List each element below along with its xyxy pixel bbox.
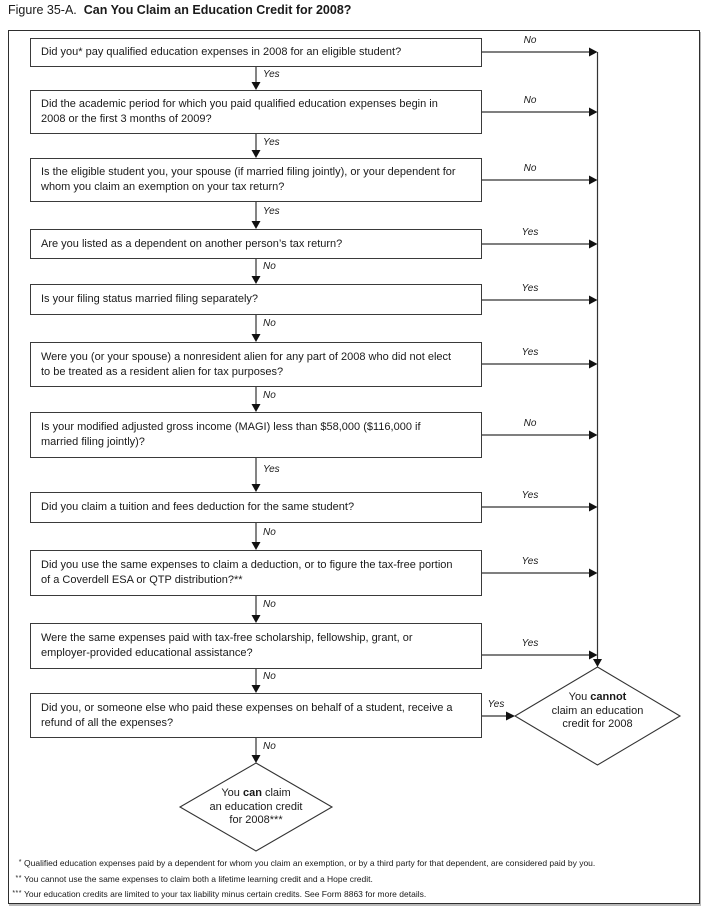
question-box-1: Did you* pay qualified education expense… [30, 38, 482, 67]
down-label-6: No [263, 390, 276, 401]
right-label-2: No [523, 95, 537, 106]
right-label-10: Yes [521, 638, 539, 649]
right-label-5: Yes [521, 283, 539, 294]
footnote-1: * Qualified education expenses paid by a… [18, 858, 596, 868]
down-label-5: No [263, 318, 276, 329]
down-label-4: No [263, 261, 276, 272]
question-box-10: Were the same expenses paid with tax-fre… [30, 623, 482, 669]
down-label-1: Yes [263, 69, 280, 80]
figure-heading: Figure 35-A. Can You Claim an Education C… [8, 3, 351, 17]
cannot-claim-label: You cannot claim an education credit for… [551, 691, 644, 730]
right-label-9: Yes [521, 556, 539, 567]
down-label-10: No [263, 671, 276, 682]
question-box-9: Did you use the same expenses to claim a… [30, 550, 482, 596]
down-label-8: No [263, 527, 276, 538]
footnote-3: *** Your education credits are limited t… [12, 889, 427, 899]
question-box-7: Is your modified adjusted gross income (… [30, 412, 482, 458]
right-label-6: Yes [521, 347, 539, 358]
right-label-11: Yes [487, 699, 505, 710]
footnote-2: ** You cannot use the same expenses to c… [15, 874, 373, 884]
right-label-3: No [523, 163, 537, 174]
right-label-4: Yes [521, 227, 539, 238]
down-label-9: No [263, 599, 276, 610]
right-label-1: No [523, 35, 537, 46]
can-claim-label: You can claim an education credit for 20… [209, 787, 303, 826]
figure-label: Figure 35-A. [8, 3, 77, 17]
down-label-2: Yes [263, 137, 280, 148]
question-box-3: Is the eligible student you, your spouse… [30, 158, 482, 202]
down-label-11: No [263, 741, 276, 752]
down-label-7: Yes [263, 464, 280, 475]
question-box-11: Did you, or someone else who paid these … [30, 693, 482, 738]
question-box-6: Were you (or your spouse) a nonresident … [30, 342, 482, 387]
right-label-7: No [523, 418, 537, 429]
right-label-8: Yes [521, 490, 539, 501]
question-box-8: Did you claim a tuition and fees deducti… [30, 492, 482, 523]
question-box-2: Did the academic period for which you pa… [30, 90, 482, 134]
figure-title: Can You Claim an Education Credit for 20… [83, 3, 352, 17]
question-box-4: Are you listed as a dependent on another… [30, 229, 482, 259]
question-box-5: Is your filing status married filing sep… [30, 284, 482, 315]
down-label-3: Yes [263, 206, 280, 217]
